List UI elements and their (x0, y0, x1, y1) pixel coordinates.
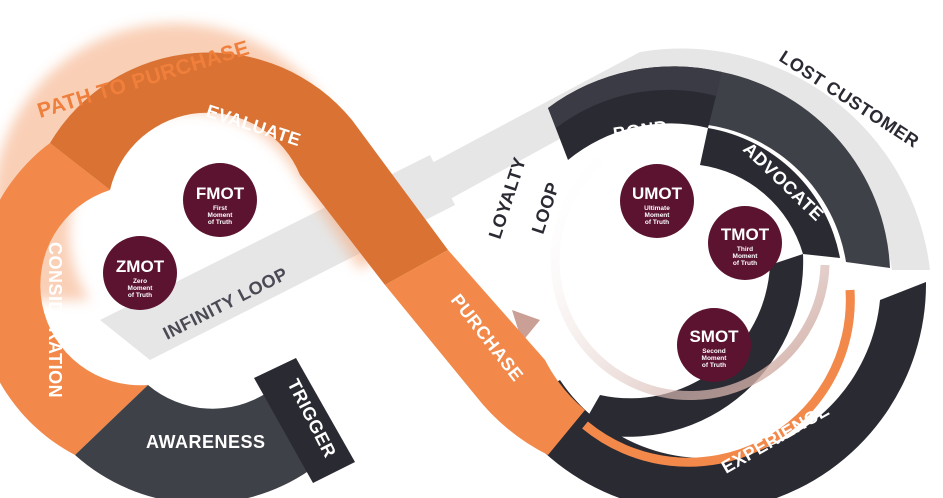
tmot-line1: Third (737, 246, 753, 253)
umot-line1: Ultimate (644, 205, 670, 212)
fmot-line3: of Truth (208, 219, 232, 226)
zmot-line3: of Truth (128, 292, 152, 299)
tmot-title: TMOT (721, 225, 770, 244)
zmot-line1: Zero (133, 278, 147, 285)
experience-inner-band (580, 254, 804, 437)
advocate-inner-segment (700, 128, 840, 258)
tmot-badge: TMOT Third Moment of Truth (708, 206, 782, 280)
smot-line1: Second (702, 348, 726, 355)
awareness-label: AWARENESS (146, 432, 266, 452)
loyalty-arrowhead (512, 310, 540, 342)
awareness-segment (75, 385, 310, 498)
umot-line3: of Truth (645, 219, 669, 226)
smot-line3: of Truth (702, 362, 726, 369)
advocate-segment (708, 72, 890, 268)
evaluate-segment (50, 52, 448, 285)
consideration-segment (0, 143, 148, 455)
trigger-segment (254, 358, 355, 483)
purchase-segment (385, 250, 585, 455)
fmot-title: FMOT (196, 184, 245, 203)
tmot-line2: Moment (733, 253, 759, 260)
smot-badge: SMOT Second Moment of Truth (677, 308, 751, 382)
smot-title: SMOT (689, 327, 739, 346)
fmot-line2: Moment (208, 212, 234, 219)
purchase-ring-arc (582, 289, 855, 467)
umot-title: UMOT (632, 184, 683, 203)
consideration-label: CONSIDERATION (45, 242, 65, 398)
fmot-badge: FMOT First Moment of Truth (183, 163, 257, 237)
fmot-line1: First (213, 205, 228, 212)
smot-line2: Moment (702, 355, 728, 362)
zmot-badge: ZMOT Zero Moment of Truth (103, 236, 177, 310)
umot-badge: UMOT Ultimate Moment of Truth (620, 164, 694, 238)
bond-upper-strip (548, 66, 722, 128)
zmot-line2: Moment (128, 285, 154, 292)
umot-line2: Moment (645, 212, 671, 219)
zmot-title: ZMOT (116, 257, 165, 276)
loyalty-loop-arrow (550, 156, 830, 401)
tmot-line3: of Truth (733, 260, 757, 267)
